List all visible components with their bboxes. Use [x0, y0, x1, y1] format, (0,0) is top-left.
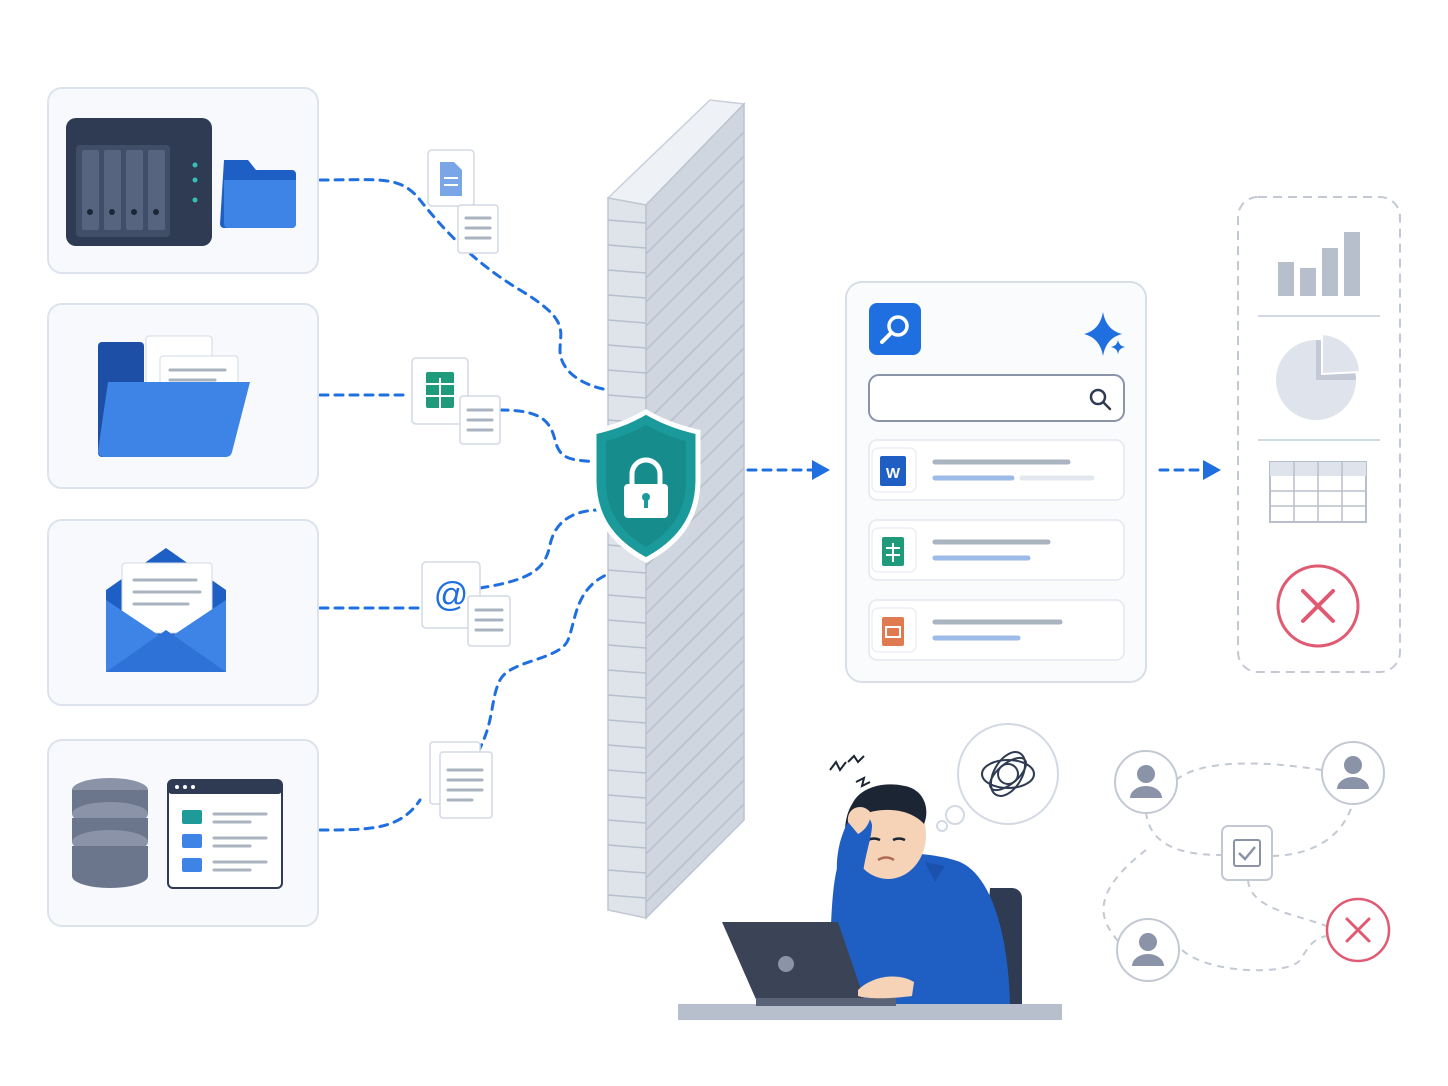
- wall-mortar-line: [645, 803, 745, 903]
- word-letter: W: [886, 465, 901, 482]
- database-icon: [72, 778, 148, 888]
- wall-mortar-line: [607, 594, 647, 599]
- wall-mortar-line: [645, 539, 745, 639]
- table-icon: [1269, 461, 1367, 523]
- wall-mortar-line: [645, 491, 745, 591]
- wall-mortar-line: [607, 319, 647, 324]
- error-x-icon: [1325, 897, 1391, 963]
- wall-mortar-line: [607, 894, 647, 899]
- confused-thought-icon: [936, 723, 1059, 832]
- source-card-files: [47, 303, 319, 489]
- wall-mortar-line: [645, 323, 745, 423]
- sheets-file-icon: [882, 537, 904, 566]
- search-result-slides[interactable]: [868, 599, 1125, 661]
- nas-server-icon: [66, 118, 212, 246]
- wall-mortar-line: [607, 794, 647, 799]
- app-window-icon: [167, 779, 283, 889]
- search-result-word[interactable]: W: [868, 439, 1125, 501]
- search-result-sheets[interactable]: [868, 519, 1125, 581]
- text-document-icon: [429, 741, 493, 819]
- checkbox-icon: [1221, 825, 1273, 881]
- source-connectors: [318, 178, 1221, 832]
- wall-mortar-line: [607, 769, 647, 774]
- source-card-email: [47, 519, 319, 706]
- shield-lock-icon: [591, 409, 701, 563]
- wall-mortar-line: [645, 299, 745, 399]
- search-panel: W: [845, 281, 1147, 683]
- wall-mortar-line: [607, 844, 647, 849]
- wall-mortar-line: [645, 563, 745, 663]
- wall-mortar-line: [645, 203, 745, 303]
- file-folder-icon: [98, 335, 250, 458]
- search-icon: [869, 303, 921, 355]
- wall-mortar-line: [645, 251, 745, 351]
- bar-chart-icon: [1278, 232, 1360, 296]
- wall-mortar-line: [645, 779, 745, 879]
- wall-mortar-line: [645, 131, 745, 231]
- wall-mortar-line: [645, 227, 745, 327]
- wall-mortar-line: [607, 644, 647, 649]
- wall-mortar-line: [607, 294, 647, 299]
- wall-mortar-line: [645, 635, 745, 735]
- wall-mortar-line: [607, 244, 647, 249]
- people-network: [1102, 741, 1391, 982]
- error-x-icon: [1276, 564, 1360, 648]
- wall-mortar-line: [607, 694, 647, 699]
- wall-mortar-line: [607, 819, 647, 824]
- wall-mortar-line: [607, 869, 647, 874]
- wall-mortar-line: [607, 569, 647, 574]
- wall-mortar-line: [645, 587, 745, 687]
- wall-mortar-line: [645, 755, 745, 855]
- wall-mortar-line: [645, 179, 745, 279]
- wall-mortar-line: [645, 707, 745, 807]
- at-sign-icon: @: [421, 561, 511, 647]
- mail-envelope-icon: [106, 548, 226, 672]
- output-panel: [1237, 196, 1401, 673]
- wall-mortar-line: [607, 669, 647, 674]
- source-card-nas: [47, 87, 319, 274]
- spreadsheet-icon: [411, 357, 501, 445]
- wall-mortar-line: [645, 731, 745, 831]
- pie-chart-icon: [1276, 332, 1362, 420]
- wall-mortar-line: [645, 515, 745, 615]
- at-symbol-text: @: [434, 576, 469, 614]
- wall-mortar-line: [607, 744, 647, 749]
- frustrated-user: [678, 754, 1062, 1020]
- wall-mortar-line: [607, 269, 647, 274]
- wall-mortar-line: [645, 659, 745, 759]
- wall-mortar-line: [645, 683, 745, 783]
- laptop-icon: [722, 922, 896, 1006]
- user-node-icon: [1321, 741, 1385, 805]
- source-card-database: [47, 739, 319, 927]
- wall-mortar-line: [607, 369, 647, 374]
- wall-mortar-line: [607, 344, 647, 349]
- wall-mortar-line: [607, 719, 647, 724]
- wall-mortar-line: [607, 394, 647, 399]
- sparkle-icon: [1084, 312, 1125, 356]
- search-input[interactable]: [868, 374, 1125, 422]
- wall-mortar-line: [607, 219, 647, 224]
- wall-mortar-line: [607, 619, 647, 624]
- user-node-icon: [1116, 918, 1180, 982]
- user-node-icon: [1114, 750, 1178, 814]
- wall-mortar-line: [645, 275, 745, 375]
- slides-file-icon: [882, 617, 904, 646]
- wall-mortar-line: [645, 155, 745, 255]
- wall-mortar-line: [645, 611, 745, 711]
- document-icon: [427, 149, 499, 254]
- folder-icon: [220, 160, 296, 228]
- word-file-icon: W: [880, 456, 906, 486]
